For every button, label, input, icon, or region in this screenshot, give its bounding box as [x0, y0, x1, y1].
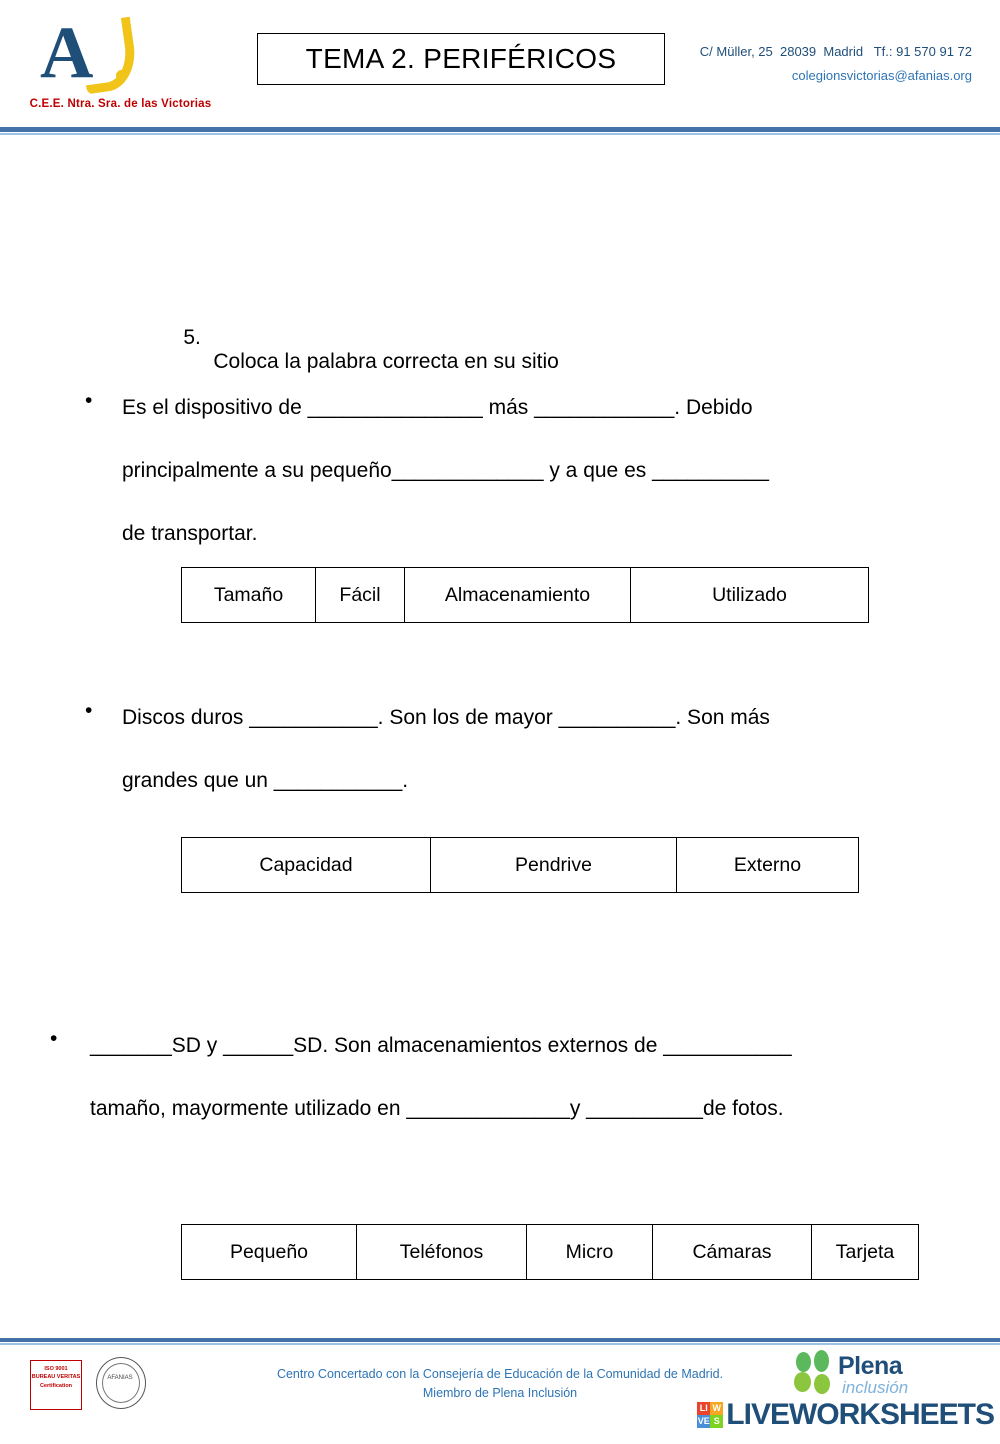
item-1-line-1: Es el dispositivo de _______________ más…: [122, 396, 753, 419]
item-3-line-1: _______SD y ______SD. Son almacenamiento…: [90, 1034, 792, 1057]
footer-text: Centro Concertado con la Consejería de E…: [0, 1365, 1000, 1404]
bullet-2: •: [85, 699, 93, 722]
leaf-icon: [814, 1350, 829, 1372]
plena-name: Plena: [838, 1352, 903, 1380]
liveworksheets-wordmark: LIVEWORKSHEETS: [726, 1398, 995, 1431]
header-divider-light: [0, 133, 1000, 135]
exercise-number: 5.: [183, 326, 201, 349]
word-cell[interactable]: Teléfonos: [356, 1224, 527, 1280]
leaf-icon: [796, 1352, 811, 1372]
contact-address: C/ Müller, 25 28039 Madrid Tf.: 91 570 9…: [699, 44, 972, 59]
word-cell[interactable]: Pequeño: [181, 1224, 357, 1280]
item-1-line-3: de transportar.: [122, 522, 258, 545]
plena-subtitle: inclusión: [842, 1378, 909, 1397]
word-bank-3: Pequeño Teléfonos Micro Cámaras Tarjeta: [181, 1224, 919, 1280]
page-title: TEMA 2. PERIFÉRICOS: [305, 43, 617, 74]
word-cell[interactable]: Fácil: [315, 567, 405, 623]
table-row: Capacidad Pendrive Externo: [181, 837, 859, 893]
logo-letter-a: A: [40, 12, 93, 94]
plena-inclusion-logo: Plena inclusión: [792, 1350, 982, 1400]
seal-ring-inner: [102, 1363, 140, 1403]
word-cell[interactable]: Capacidad: [181, 837, 431, 893]
school-name-caption: C.E.E. Ntra. Sra. de las Victorias: [29, 98, 212, 110]
cube-tile: W: [710, 1402, 724, 1415]
word-bank-1: Tamaño Fácil Almacenamiento Utilizado: [181, 567, 869, 623]
leaf-icon: [794, 1372, 811, 1392]
word-cell[interactable]: Micro: [526, 1224, 653, 1280]
liveworksheets-watermark: LI W VE S LIVEWORKSHEETS: [697, 1398, 995, 1432]
header-divider: [0, 127, 1000, 132]
seal-label: AFANIAS: [107, 1375, 133, 1381]
exercise-heading: 5. Coloca la palabra correcta en su siti…: [160, 302, 559, 398]
word-cell[interactable]: Pendrive: [430, 837, 677, 893]
footer-divider: [0, 1338, 1000, 1342]
table-row: Tamaño Fácil Almacenamiento Utilizado: [181, 567, 869, 623]
word-cell[interactable]: Tarjeta: [811, 1224, 919, 1280]
word-cell[interactable]: Tamaño: [181, 567, 316, 623]
item-3-line-2: tamaño, mayormente utilizado en ________…: [90, 1097, 784, 1120]
footer-line-1: Centro Concertado con la Consejería de E…: [276, 1367, 724, 1381]
footer-line-2: Miembro de Plena Inclusión: [422, 1386, 578, 1401]
item-2-text: Discos duros ___________. Son los de may…: [122, 686, 972, 812]
contact-email[interactable]: colegionsvictorias@afanias.org: [791, 68, 972, 84]
word-cell[interactable]: Almacenamiento: [404, 567, 631, 623]
accreditation-seal-icon: AFANIAS: [92, 1355, 148, 1413]
page-header: A C.E.E. Ntra. Sra. de las Victorias TEM…: [0, 0, 1000, 135]
item-2-line-2: grandes que un ___________.: [122, 769, 409, 792]
word-cell[interactable]: Externo: [676, 837, 859, 893]
seal-ring-outer: [96, 1357, 146, 1409]
cube-tile: VE: [697, 1415, 711, 1428]
item-1-text: Es el dispositivo de _______________ más…: [122, 376, 952, 565]
exercise-instruction: Coloca la palabra correcta en su sitio: [213, 350, 559, 373]
cube-tile: S: [710, 1415, 724, 1428]
logo-mark-icon: A: [40, 12, 160, 95]
item-3-text: _______SD y ______SD. Son almacenamiento…: [90, 1014, 990, 1140]
bullet-1: •: [85, 389, 93, 412]
cube-tile: LI: [697, 1402, 711, 1415]
leaf-icon: [814, 1374, 830, 1394]
contact-info: C/ Müller, 25 28039 Madrid Tf.: 91 570 9…: [700, 40, 972, 88]
item-1-line-2: principalmente a su pequeño_____________…: [122, 459, 769, 482]
bullet-3: •: [50, 1027, 58, 1050]
logo-dot-icon: [116, 70, 127, 81]
liveworksheets-cube-icon: LI W VE S: [697, 1402, 724, 1428]
table-row: Pequeño Teléfonos Micro Cámaras Tarjeta: [181, 1224, 919, 1280]
school-logo: A C.E.E. Ntra. Sra. de las Victorias: [18, 14, 218, 119]
word-cell[interactable]: Utilizado: [630, 567, 869, 623]
item-2-line-1: Discos duros ___________. Son los de may…: [122, 706, 770, 729]
word-cell[interactable]: Cámaras: [652, 1224, 812, 1280]
word-bank-2: Capacidad Pendrive Externo: [181, 837, 859, 893]
document-title-box: TEMA 2. PERIFÉRICOS: [257, 33, 665, 85]
footer-divider-light: [0, 1343, 1000, 1345]
logo-swoosh-icon: [77, 16, 140, 95]
